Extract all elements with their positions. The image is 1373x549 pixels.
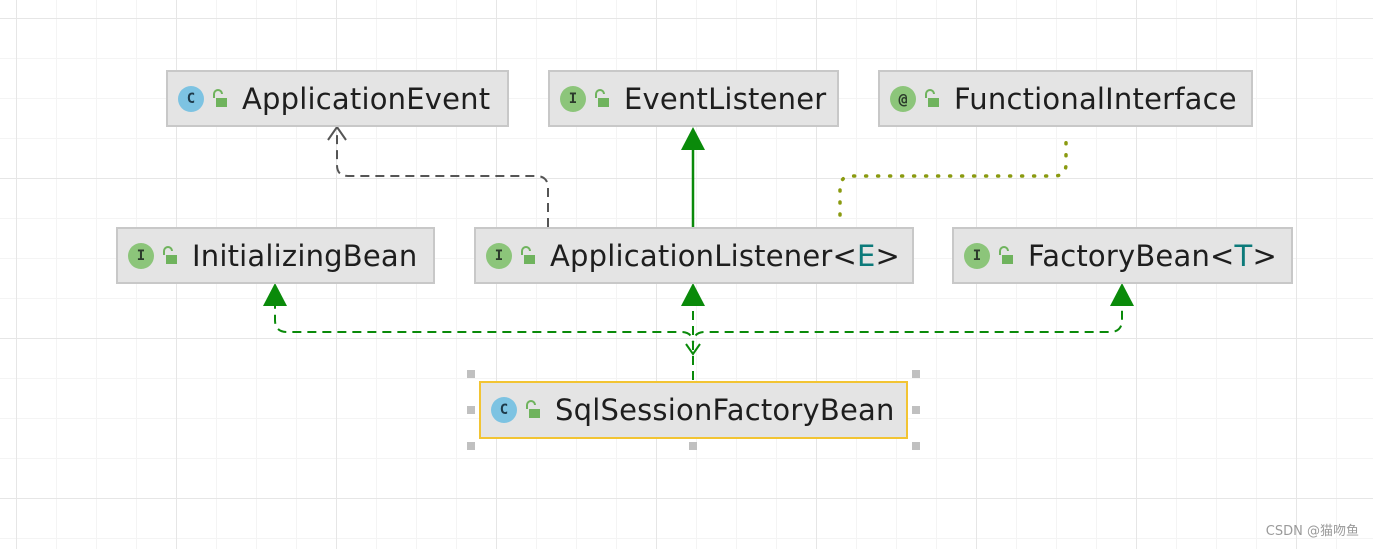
- node-eventlistener[interactable]: I EventListener: [548, 70, 839, 127]
- unlocked-icon: [526, 400, 540, 418]
- edge-applicationlistener-applicationevent: [336, 128, 549, 227]
- unlocked-icon: [999, 245, 1013, 264]
- arrowhead-filled: [1110, 283, 1134, 306]
- watermark: CSDN @猫吻鱼: [1265, 524, 1359, 539]
- node-initializingbean[interactable]: I InitializingBean: [116, 227, 435, 284]
- resize-handle-middle-left[interactable]: [467, 406, 475, 414]
- interface-icon: I: [560, 85, 586, 112]
- interface-icon: I: [486, 242, 512, 269]
- node-label: ApplicationEvent: [242, 81, 491, 116]
- edge-junction-marker: [685, 343, 701, 356]
- node-label: ApplicationListener<E>: [550, 238, 901, 273]
- resize-handle-bottom-center[interactable]: [689, 442, 697, 450]
- node-name: ApplicationListener: [550, 238, 833, 273]
- class-icon: C: [178, 85, 204, 112]
- node-factorybean[interactable]: I FactoryBean<T>: [952, 227, 1293, 284]
- edge-sqlsessionfactorybean-factorybean: [692, 304, 1123, 380]
- node-label: FunctionalInterface: [954, 81, 1237, 116]
- node-functionalinterface[interactable]: @ FunctionalInterface: [878, 70, 1253, 127]
- node-applicationevent[interactable]: C ApplicationEvent: [166, 70, 509, 127]
- node-sqlsessionfactorybean[interactable]: C SqlSessionFactoryBean: [479, 381, 908, 439]
- arrowhead-filled: [681, 283, 705, 306]
- node-label: SqlSessionFactoryBean: [555, 393, 895, 427]
- interface-icon: I: [964, 242, 990, 269]
- resize-handle-bottom-right[interactable]: [912, 442, 920, 450]
- unlocked-icon: [213, 88, 227, 107]
- resize-handle-middle-right[interactable]: [912, 406, 920, 414]
- unlocked-icon: [163, 245, 177, 264]
- unlocked-icon: [521, 245, 535, 264]
- node-label: FactoryBean<T>: [1028, 238, 1277, 273]
- resize-handle-bottom-left[interactable]: [467, 442, 475, 450]
- interface-icon: I: [128, 242, 154, 269]
- class-icon: C: [491, 397, 517, 423]
- node-label: EventListener: [624, 81, 827, 116]
- annotation-icon: @: [890, 85, 916, 112]
- edge-applicationlistener-functionalinterface: [838, 132, 1068, 217]
- node-label: InitializingBean: [192, 238, 418, 273]
- node-applicationlistener[interactable]: I ApplicationListener<E>: [474, 227, 914, 284]
- type-parameter: E: [857, 238, 876, 273]
- unlocked-icon: [595, 88, 609, 107]
- arrowhead-filled: [263, 283, 287, 306]
- arrowhead-open: [327, 125, 347, 141]
- type-parameter: T: [1234, 238, 1253, 273]
- edge-sqlsessionfactorybean-initializingbean: [274, 304, 694, 380]
- unlocked-icon: [925, 88, 939, 107]
- arrowhead-filled: [681, 127, 705, 150]
- node-name: FactoryBean: [1028, 238, 1211, 273]
- resize-handle-top-left[interactable]: [467, 370, 475, 378]
- resize-handle-top-right[interactable]: [912, 370, 920, 378]
